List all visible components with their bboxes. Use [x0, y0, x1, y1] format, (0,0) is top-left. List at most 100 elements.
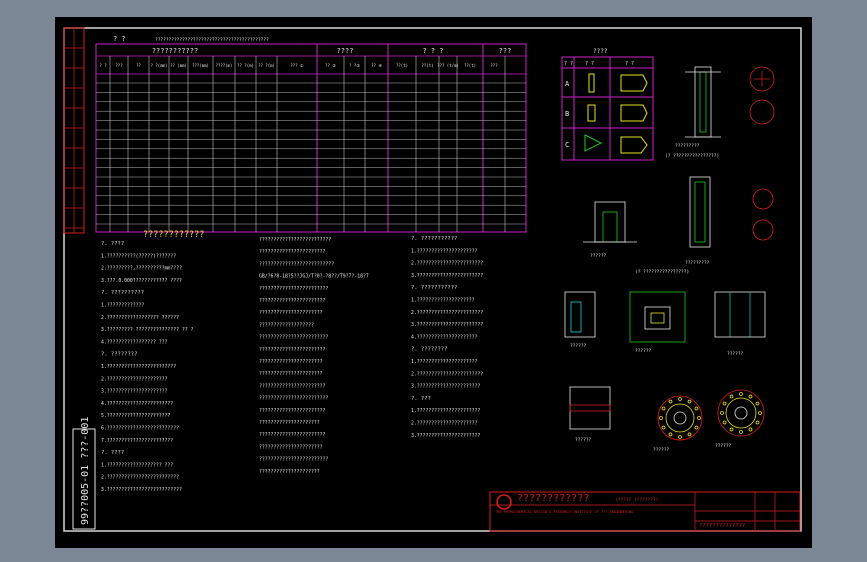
- drawing-sheet[interactable]: 99??005-01 ???-001 ? ? ?????????????????…: [55, 17, 812, 548]
- detail-label: ??????: [635, 348, 652, 354]
- table-column-header: ??? ①: [290, 63, 304, 68]
- rebar-cage: [699, 71, 707, 133]
- table-column-header: ?? ?(m): [258, 63, 275, 68]
- table-column-header: ??? (t/m): [437, 63, 459, 68]
- base-section: [569, 386, 611, 430]
- notes-column-2: ????????????????????????????????????????…: [259, 237, 369, 475]
- joint-core: [570, 301, 582, 333]
- bolt-hole: [720, 411, 724, 415]
- institute-name-en: THE PETROCHEMICAL DESIGN & RESEARCH INST…: [495, 510, 633, 514]
- flange-inner: [725, 397, 757, 429]
- table-title: ? ?: [113, 35, 126, 43]
- symbol-bar-icon: [588, 73, 595, 93]
- note-heading: ?. ???????????: [411, 285, 457, 291]
- note-line: ??????????????????????: [259, 444, 323, 450]
- note-line: 2.?????????????????????: [101, 376, 168, 382]
- legend-header-2: ? ?: [585, 61, 594, 67]
- note-line: GB/?6?8-18?5??JGJ/T?0?-?8??/T9?7?-18?7: [259, 274, 369, 280]
- note-line: 4.????????????????? ???: [101, 339, 168, 345]
- cap-section: [594, 201, 626, 243]
- note-line: ???????????????????????: [259, 408, 326, 414]
- note-line: 3.????????? ??????????????? ?? ?: [101, 327, 194, 333]
- institute-logo-icon: [496, 494, 512, 510]
- note-line: 1.?????????????????????: [411, 359, 478, 365]
- note-line: 7.???????????????????????: [101, 438, 173, 444]
- project-code: (????? ????????): [615, 497, 658, 503]
- note-heading: ?. ????: [101, 450, 124, 456]
- table-column-header: ??(t): [421, 63, 433, 68]
- note-line: 1.?????????????????????: [411, 248, 478, 254]
- note-line: 1.??????????????????????: [411, 408, 480, 414]
- detail-label: ?????????: [685, 260, 710, 266]
- note-line: 3.???????????????????????: [411, 322, 483, 328]
- note-heading: ?. ??????????: [101, 290, 144, 296]
- table-column-header: ?? ④: [371, 63, 382, 68]
- table-column-header: ??: [136, 63, 141, 68]
- symbol-plate-icon: [587, 104, 596, 122]
- bolt-hole: [668, 399, 673, 404]
- bolt-hole: [755, 401, 760, 406]
- note-heading: ?. ????: [101, 241, 124, 247]
- institute-name-cn: ????????????: [517, 493, 589, 504]
- legend-row-a: A: [565, 80, 570, 88]
- symbol-bolt-a-icon: [620, 74, 648, 92]
- note-line: 6.?????????????????????????: [101, 426, 179, 432]
- pile-section: [689, 176, 711, 248]
- joint-section: [714, 291, 766, 338]
- joint-section: [629, 291, 686, 343]
- flange-inner: [665, 403, 695, 433]
- legend-header-1: ? ?: [564, 61, 573, 67]
- bolt-hole: [694, 406, 699, 411]
- bolt-hole: [739, 430, 743, 434]
- note-line: 3.??????????????????????: [411, 384, 480, 390]
- drawing-number: 99??005-01 ???-001: [80, 417, 91, 525]
- bolt-hole: [661, 425, 666, 430]
- rebar-cage: [602, 211, 618, 243]
- bolt-hole: [722, 420, 727, 425]
- table-column-header: ???(mm): [192, 63, 209, 68]
- pile-plan-circle: [752, 188, 774, 210]
- joint-section: [564, 291, 596, 338]
- bolt-hole: [661, 406, 666, 411]
- detail-label: ??????: [727, 351, 744, 357]
- table-column-header: ?? ?(m): [237, 63, 254, 68]
- detail-label: ??????: [653, 447, 670, 453]
- table-column-header: ???: [115, 63, 123, 68]
- table-column-header: ??(t): [464, 63, 476, 68]
- base-plate: [569, 404, 611, 412]
- note-line: ???????????????????????: [259, 249, 326, 255]
- note-line: 3.??????????????????????????: [101, 487, 182, 493]
- joint-plate: [650, 312, 665, 324]
- note-heading: ?. ????????: [411, 347, 447, 353]
- note-line: 5.??????????????????????: [101, 413, 170, 419]
- note-line: ??????????????????????: [259, 371, 323, 377]
- detail-label: ??????: [715, 443, 732, 449]
- note-line: 4.?????????????????????: [411, 334, 478, 340]
- detail-label: (? ????????????????): [665, 153, 719, 159]
- note-line: ???????????????????????: [259, 432, 326, 438]
- notes-column-1: ?. ????1.??????????(?????)???????2.?????…: [101, 241, 194, 493]
- note-heading: ?. ????????: [101, 352, 137, 358]
- pile-section: [694, 66, 712, 138]
- detail-label: (? ????????????????): [635, 269, 689, 275]
- detail-label: ??????: [570, 343, 587, 349]
- bolt-hole: [697, 416, 701, 420]
- bolt-hole: [729, 394, 734, 399]
- joint-core: [644, 306, 671, 330]
- notes-column-3: ?. ???????????1.?????????????????????2.?…: [411, 236, 483, 439]
- symbol-bolt-b-icon: [620, 104, 648, 122]
- table-column-header: ????(m): [216, 63, 233, 68]
- note-line: ?????????????????????: [259, 420, 320, 426]
- note-line: 3.?????????????????????: [101, 389, 168, 395]
- note-line: ?????????????????????: [259, 469, 320, 475]
- pile-plan-circle: [749, 66, 775, 92]
- table-column-header: ? ?③: [349, 63, 360, 68]
- note-line: ????????????????????????: [259, 457, 328, 463]
- table-column-header: ???: [490, 63, 498, 68]
- bolt-hole: [678, 435, 682, 439]
- table-column-header: ??(t): [396, 63, 408, 68]
- note-line: 2.?????????,??????????mm????: [101, 266, 182, 272]
- bolt-hole: [758, 411, 762, 415]
- legend-title: ????: [593, 48, 608, 55]
